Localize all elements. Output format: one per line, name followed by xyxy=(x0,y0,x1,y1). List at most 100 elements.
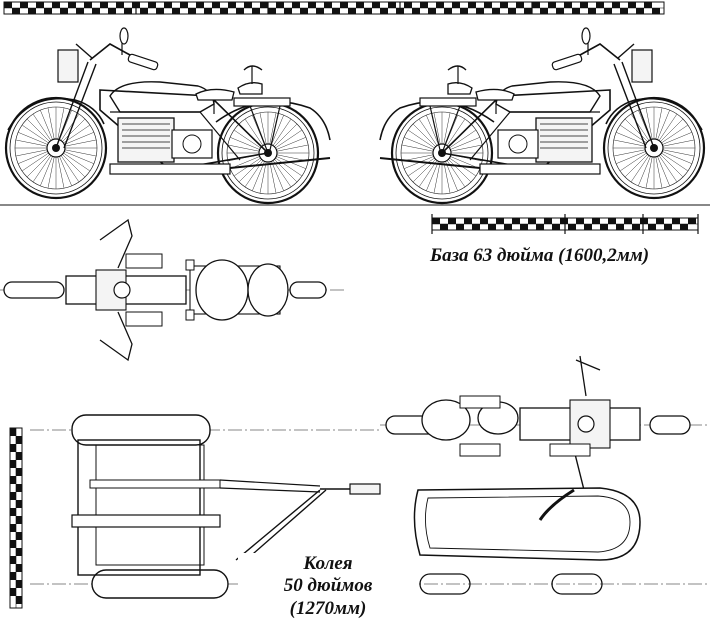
scale-checker xyxy=(10,444,16,452)
scale-checker xyxy=(480,218,488,224)
scale-checker xyxy=(10,476,16,484)
scale-checker xyxy=(592,218,600,224)
scale-checker xyxy=(432,218,440,224)
scale-checker xyxy=(664,224,672,230)
scale-checker xyxy=(544,218,552,224)
scale-checker xyxy=(500,2,508,8)
scale-checker xyxy=(528,218,536,224)
scale-checker xyxy=(524,8,532,14)
scale-checker xyxy=(492,8,500,14)
scale-checker xyxy=(672,218,680,224)
scale-checker xyxy=(504,224,512,230)
sidecar-frame-view xyxy=(30,414,381,599)
scale-checker xyxy=(388,2,396,8)
scale-checker xyxy=(252,8,260,14)
scale-checker xyxy=(20,2,28,8)
scale-checker xyxy=(148,2,156,8)
scale-checker xyxy=(10,540,16,548)
scale-checker xyxy=(116,2,124,8)
scale-checker xyxy=(316,8,324,14)
scale-checker xyxy=(532,2,540,8)
scale-checker xyxy=(652,8,660,14)
scale-checker xyxy=(188,8,196,14)
scale-checker xyxy=(564,2,572,8)
scale-checker xyxy=(404,2,412,8)
scale-checker xyxy=(512,218,520,224)
scale-checker xyxy=(648,224,656,230)
scale-checker xyxy=(60,8,68,14)
scale-checker xyxy=(108,8,116,14)
scale-checker xyxy=(372,2,380,8)
scale-checker xyxy=(604,8,612,14)
scale-checker xyxy=(180,2,188,8)
scale-checker xyxy=(568,224,576,230)
track-label-line3: (1270мм) xyxy=(238,598,418,620)
scale-checker xyxy=(84,2,92,8)
scale-checker xyxy=(488,224,496,230)
scale-checker xyxy=(12,8,20,14)
scale-checker xyxy=(428,8,436,14)
left-vertical-scale-bar xyxy=(9,427,23,609)
scale-checker xyxy=(644,2,652,8)
scale-checker xyxy=(292,2,300,8)
scale-checker xyxy=(16,532,22,540)
scale-checker xyxy=(300,8,308,14)
scale-checker xyxy=(588,8,596,14)
scale-checker xyxy=(364,8,372,14)
scale-checker xyxy=(68,2,76,8)
scale-checker xyxy=(324,2,332,8)
motorcycle-side-view-left xyxy=(6,28,330,203)
scale-checker xyxy=(616,224,624,230)
scale-checker xyxy=(284,8,292,14)
scale-checker xyxy=(100,2,108,8)
scale-checker xyxy=(680,224,688,230)
scale-checker xyxy=(520,224,528,230)
scale-checker xyxy=(632,224,640,230)
scale-checker xyxy=(10,588,16,596)
scale-checker xyxy=(308,2,316,8)
scale-checker xyxy=(620,8,628,14)
scale-checker xyxy=(448,218,456,224)
scale-checker xyxy=(164,2,172,8)
scale-checker xyxy=(10,492,16,500)
scale-checker xyxy=(560,218,568,224)
scale-checker xyxy=(496,218,504,224)
top-scale-bar xyxy=(3,1,665,15)
wheelbase-scale-bar xyxy=(431,214,699,234)
motorcycle-sidecar-top-view xyxy=(380,355,708,595)
scale-checker xyxy=(640,218,648,224)
scale-checker xyxy=(124,8,132,14)
scale-checker xyxy=(52,2,60,8)
scale-checker xyxy=(16,580,22,588)
scale-checker xyxy=(156,8,164,14)
scale-checker xyxy=(464,218,472,224)
scale-checker xyxy=(508,8,516,14)
scale-checker xyxy=(656,218,664,224)
scale-checker xyxy=(340,2,348,8)
scale-checker xyxy=(44,8,52,14)
scale-checker xyxy=(348,8,356,14)
scale-checker xyxy=(536,224,544,230)
scale-checker xyxy=(688,218,696,224)
scale-checker xyxy=(420,2,428,8)
scale-checker xyxy=(10,460,16,468)
scale-checker xyxy=(28,8,36,14)
scale-checker xyxy=(16,436,22,444)
scale-checker xyxy=(332,8,340,14)
scale-checker xyxy=(624,218,632,224)
scale-checker xyxy=(636,8,644,14)
scale-checker xyxy=(16,484,22,492)
scale-checker xyxy=(236,8,244,14)
scale-checker xyxy=(608,218,616,224)
scale-checker xyxy=(10,556,16,564)
track-label-line1: Колея xyxy=(238,553,418,575)
scale-checker xyxy=(16,452,22,460)
scale-checker xyxy=(260,2,268,8)
scale-checker xyxy=(204,8,212,14)
scale-checker xyxy=(436,2,444,8)
scale-checker xyxy=(584,224,592,230)
scale-checker xyxy=(612,2,620,8)
scale-checker xyxy=(10,508,16,516)
scale-checker xyxy=(380,8,388,14)
scale-checker xyxy=(268,8,276,14)
